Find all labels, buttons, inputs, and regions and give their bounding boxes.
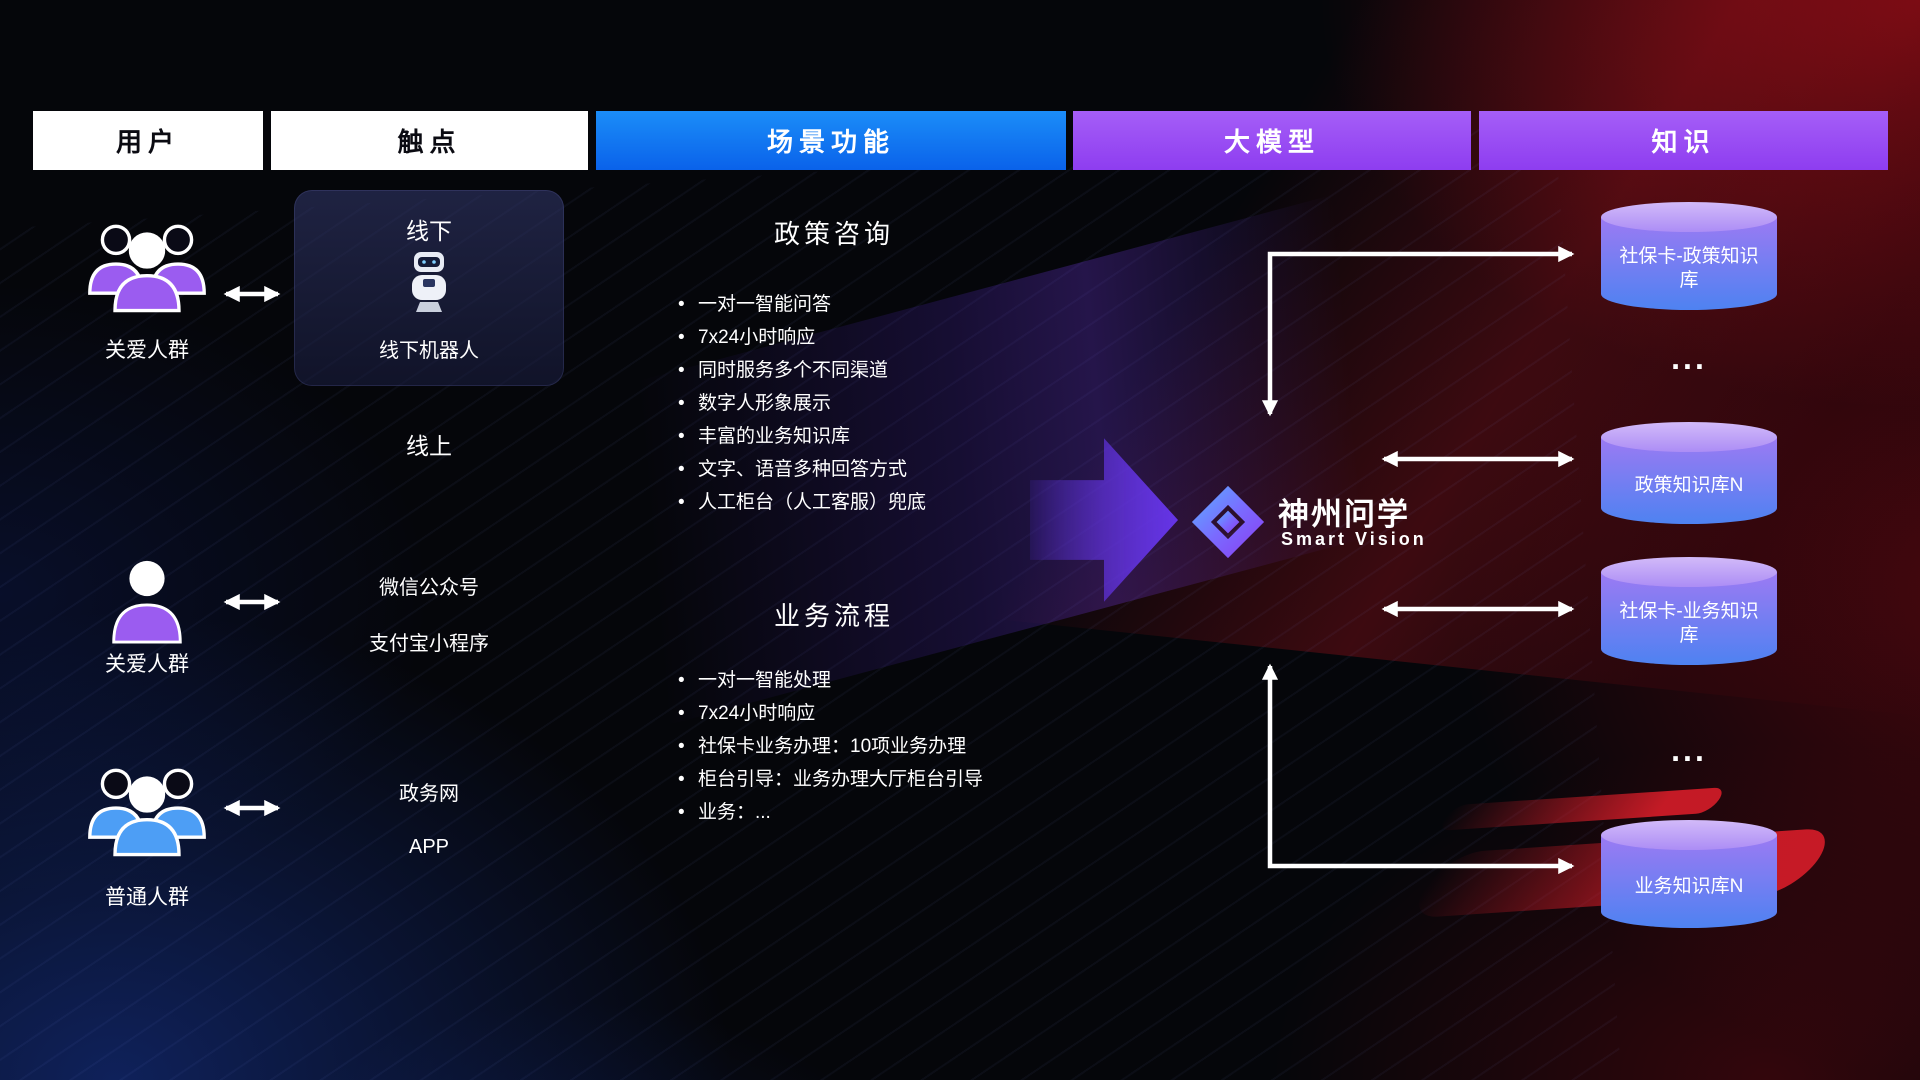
model-subtitle: Smart Vision <box>1281 529 1427 549</box>
column-header-scenes: 场景功能 <box>596 111 1066 170</box>
knowledge-db-label: 社保卡-政策知识库 <box>1601 217 1777 310</box>
list-item: 7x24小时响应 <box>676 321 926 354</box>
robot-icon <box>412 252 446 312</box>
knowledge-db-cylinder: 政策知识库N <box>1601 422 1777 524</box>
column-header-touchpoints: 触点 <box>271 111 588 170</box>
user-group-label: 普通人群 <box>105 886 189 909</box>
cylinder-top <box>1601 202 1777 232</box>
knowledge-ellipsis: ... <box>1671 732 1707 768</box>
user-group-label: 关爱人群 <box>105 653 189 676</box>
list-item: 一对一智能处理 <box>676 664 983 697</box>
offline-title: 线下 <box>406 218 452 244</box>
user-icon <box>112 560 182 644</box>
policy-consultation-list: 一对一智能问答 7x24小时响应 同时服务多个不同渠道 数字人形象展示 丰富的业… <box>676 288 926 519</box>
knowledge-ellipsis: ... <box>1671 340 1707 376</box>
user-group-label: 关爱人群 <box>105 339 189 362</box>
knowledge-db-cylinder: 业务知识库N <box>1601 820 1777 928</box>
scene-title-policy: 政策咨询 <box>773 219 894 249</box>
list-item: 丰富的业务知识库 <box>676 420 926 453</box>
business-process-list: 一对一智能处理 7x24小时响应 社保卡业务办理：10项业务办理 柜台引导：业务… <box>676 664 983 829</box>
gov-web-channel: 政务网 <box>399 783 459 805</box>
alipay-channel: 支付宝小程序 <box>369 633 489 655</box>
list-item: 一对一智能问答 <box>676 288 926 321</box>
column-header-knowledge: 知识 <box>1479 111 1888 170</box>
list-item: 同时服务多个不同渠道 <box>676 354 926 387</box>
users-group-icon <box>88 768 206 857</box>
logo-diamond-icon <box>1191 485 1265 559</box>
knowledge-db-cylinder: 社保卡-业务知识库 <box>1601 557 1777 665</box>
column-header-model: 大模型 <box>1073 111 1471 170</box>
wechat-channel: 微信公众号 <box>379 577 479 599</box>
online-title: 线上 <box>406 433 452 459</box>
app-channel: APP <box>408 836 450 858</box>
cylinder-top <box>1601 557 1777 587</box>
list-item: 7x24小时响应 <box>676 697 983 730</box>
list-item: 柜台引导：业务办理大厅柜台引导 <box>676 763 983 796</box>
cylinder-top <box>1601 820 1777 850</box>
scene-title-business: 业务流程 <box>773 601 894 631</box>
list-item: 数字人形象展示 <box>676 387 926 420</box>
flow-arrow <box>1030 438 1178 602</box>
cylinder-top <box>1601 422 1777 452</box>
users-group-icon <box>88 224 206 313</box>
model-name: 神州问学 <box>1278 497 1410 532</box>
list-item: 人工柜台（人工客服）兜底 <box>676 486 926 519</box>
list-item: 社保卡业务办理：10项业务办理 <box>676 730 983 763</box>
knowledge-db-cylinder: 社保卡-政策知识库 <box>1601 202 1777 310</box>
list-item: 业务：... <box>676 796 983 829</box>
list-item: 文字、语音多种回答方式 <box>676 453 926 486</box>
column-header-users: 用户 <box>33 111 263 170</box>
knowledge-db-label: 业务知识库N <box>1601 835 1777 928</box>
knowledge-db-label: 社保卡-业务知识库 <box>1601 572 1777 665</box>
offline-robot-label: 线下机器人 <box>379 340 479 362</box>
